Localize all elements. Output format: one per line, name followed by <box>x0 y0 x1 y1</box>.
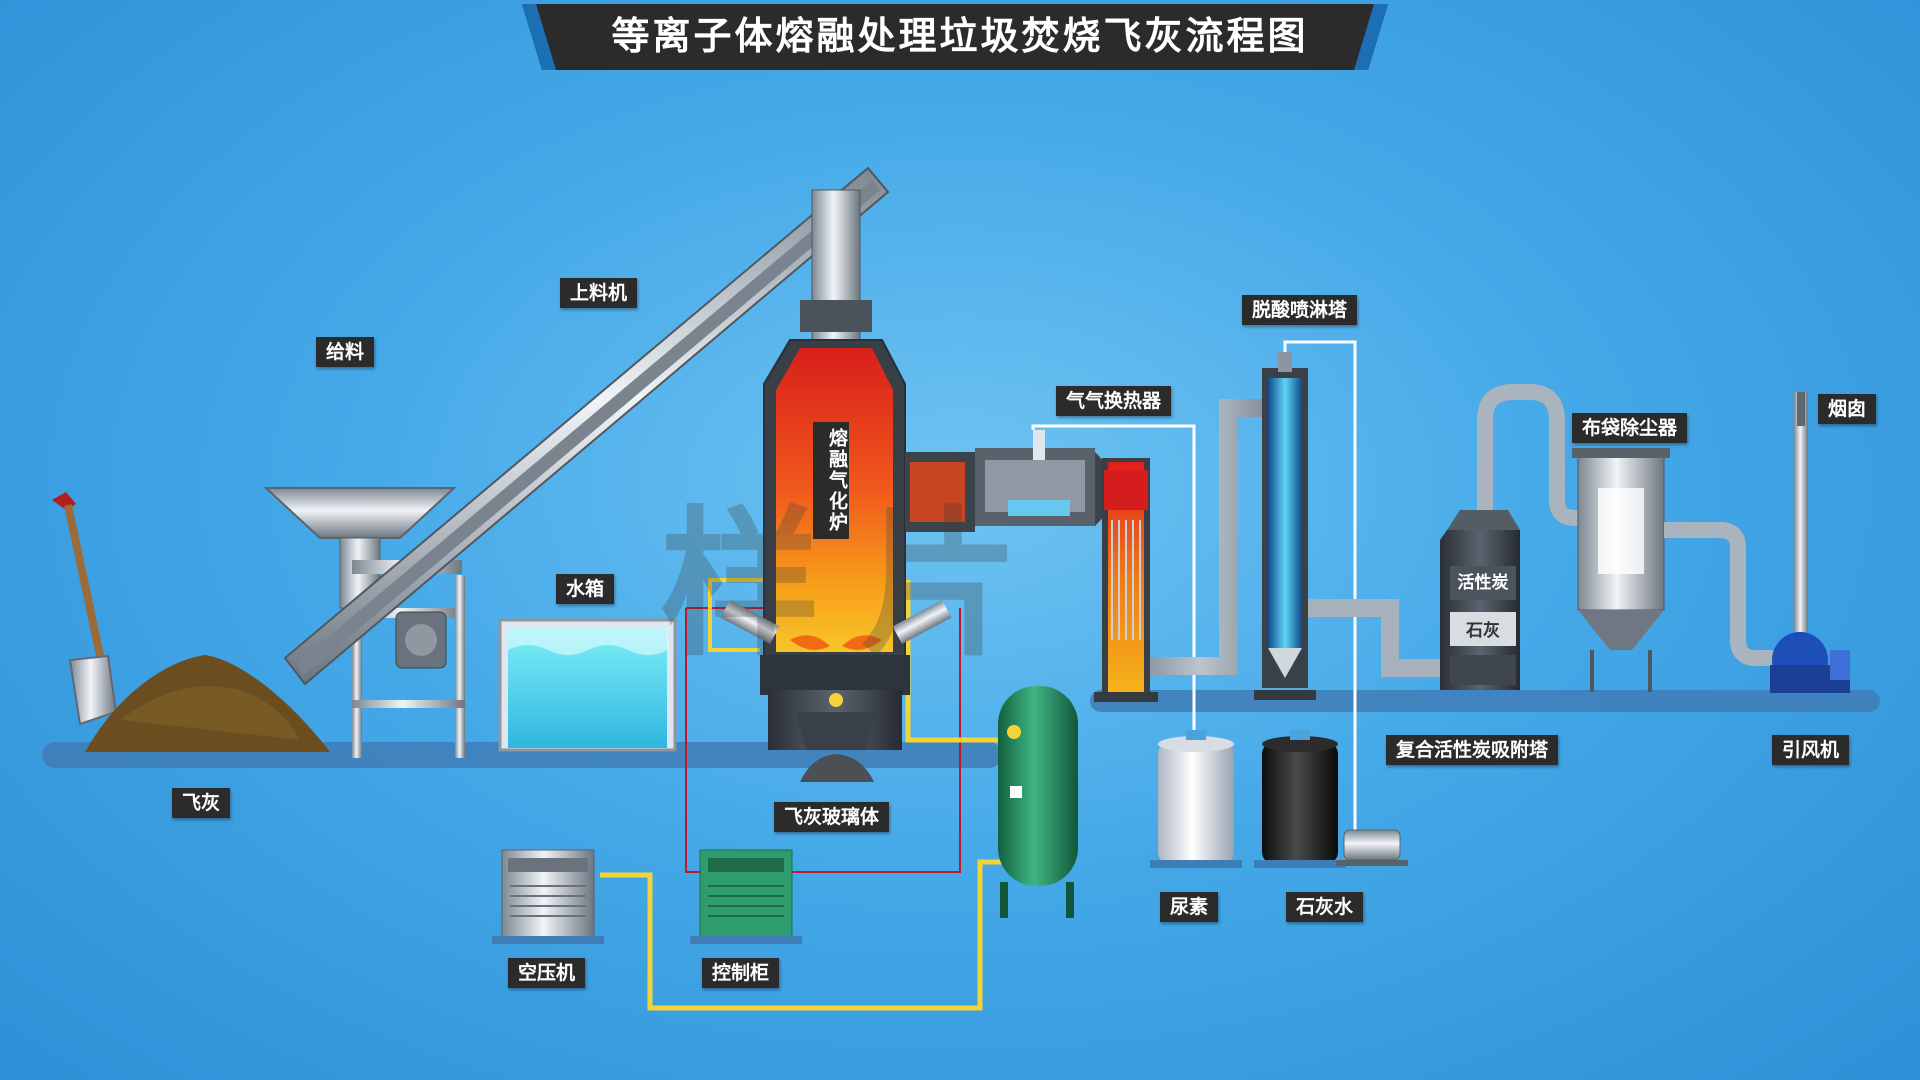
chimney <box>1794 392 1808 632</box>
label-fly-ash: 飞灰 <box>172 788 231 818</box>
control-cabinet-unit <box>690 849 802 944</box>
title-banner <box>522 4 1388 70</box>
pump <box>1336 829 1408 866</box>
label-feed: 给料 <box>316 337 375 367</box>
screw-conveyor <box>283 166 890 686</box>
label-lime-water: 石灰水 <box>1286 892 1364 922</box>
plasma-torch-left <box>720 600 830 650</box>
air-line <box>600 859 1018 1011</box>
page-title: 等离子体熔融处理垃圾焚烧飞灰流程图 <box>611 14 1309 58</box>
shovel-icon <box>52 492 118 726</box>
water-tank <box>498 618 677 752</box>
flue-duct <box>905 430 1110 532</box>
label-adsorption-tower: 复合活性炭吸附塔 <box>1386 735 1559 765</box>
label-heat-exchanger: 气气换热器 <box>1056 386 1172 416</box>
ground-rail-right <box>1090 690 1880 712</box>
furnace-label: 熔融气化炉 <box>813 422 849 539</box>
label-deacid-tower: 脱酸喷淋塔 <box>1242 295 1358 325</box>
deacid-spray-tower <box>1254 352 1316 700</box>
label-water-tank: 水箱 <box>556 574 615 604</box>
urea-tank <box>1150 730 1242 868</box>
tower-lime-text: 石灰 <box>1466 621 1500 641</box>
slag-pile <box>800 754 874 782</box>
watermark: 样片 <box>660 491 1061 678</box>
air-compressor <box>492 849 604 944</box>
induced-draft-fan <box>1770 632 1850 693</box>
plasma-torch-right <box>842 600 952 650</box>
label-loader: 上料机 <box>560 278 638 308</box>
air-storage-tank <box>998 686 1078 918</box>
label-chimney: 烟囱 <box>1818 394 1877 424</box>
label-bag-filter: 布袋除尘器 <box>1572 413 1688 443</box>
label-air-compressor: 空压机 <box>508 958 586 988</box>
label-induced-fan: 引风机 <box>1772 735 1850 765</box>
label-glass: 飞灰玻璃体 <box>774 802 890 832</box>
bag-filter <box>1572 448 1670 692</box>
tower-carbon-text: 活性炭 <box>1457 573 1509 593</box>
activated-carbon-adsorption-tower <box>1440 510 1520 690</box>
lime-water-tank <box>1254 730 1346 868</box>
label-control-cabinet: 控制柜 <box>702 958 780 988</box>
label-urea: 尿素 <box>1160 892 1219 922</box>
gas-gas-heat-exchanger <box>1094 458 1158 702</box>
